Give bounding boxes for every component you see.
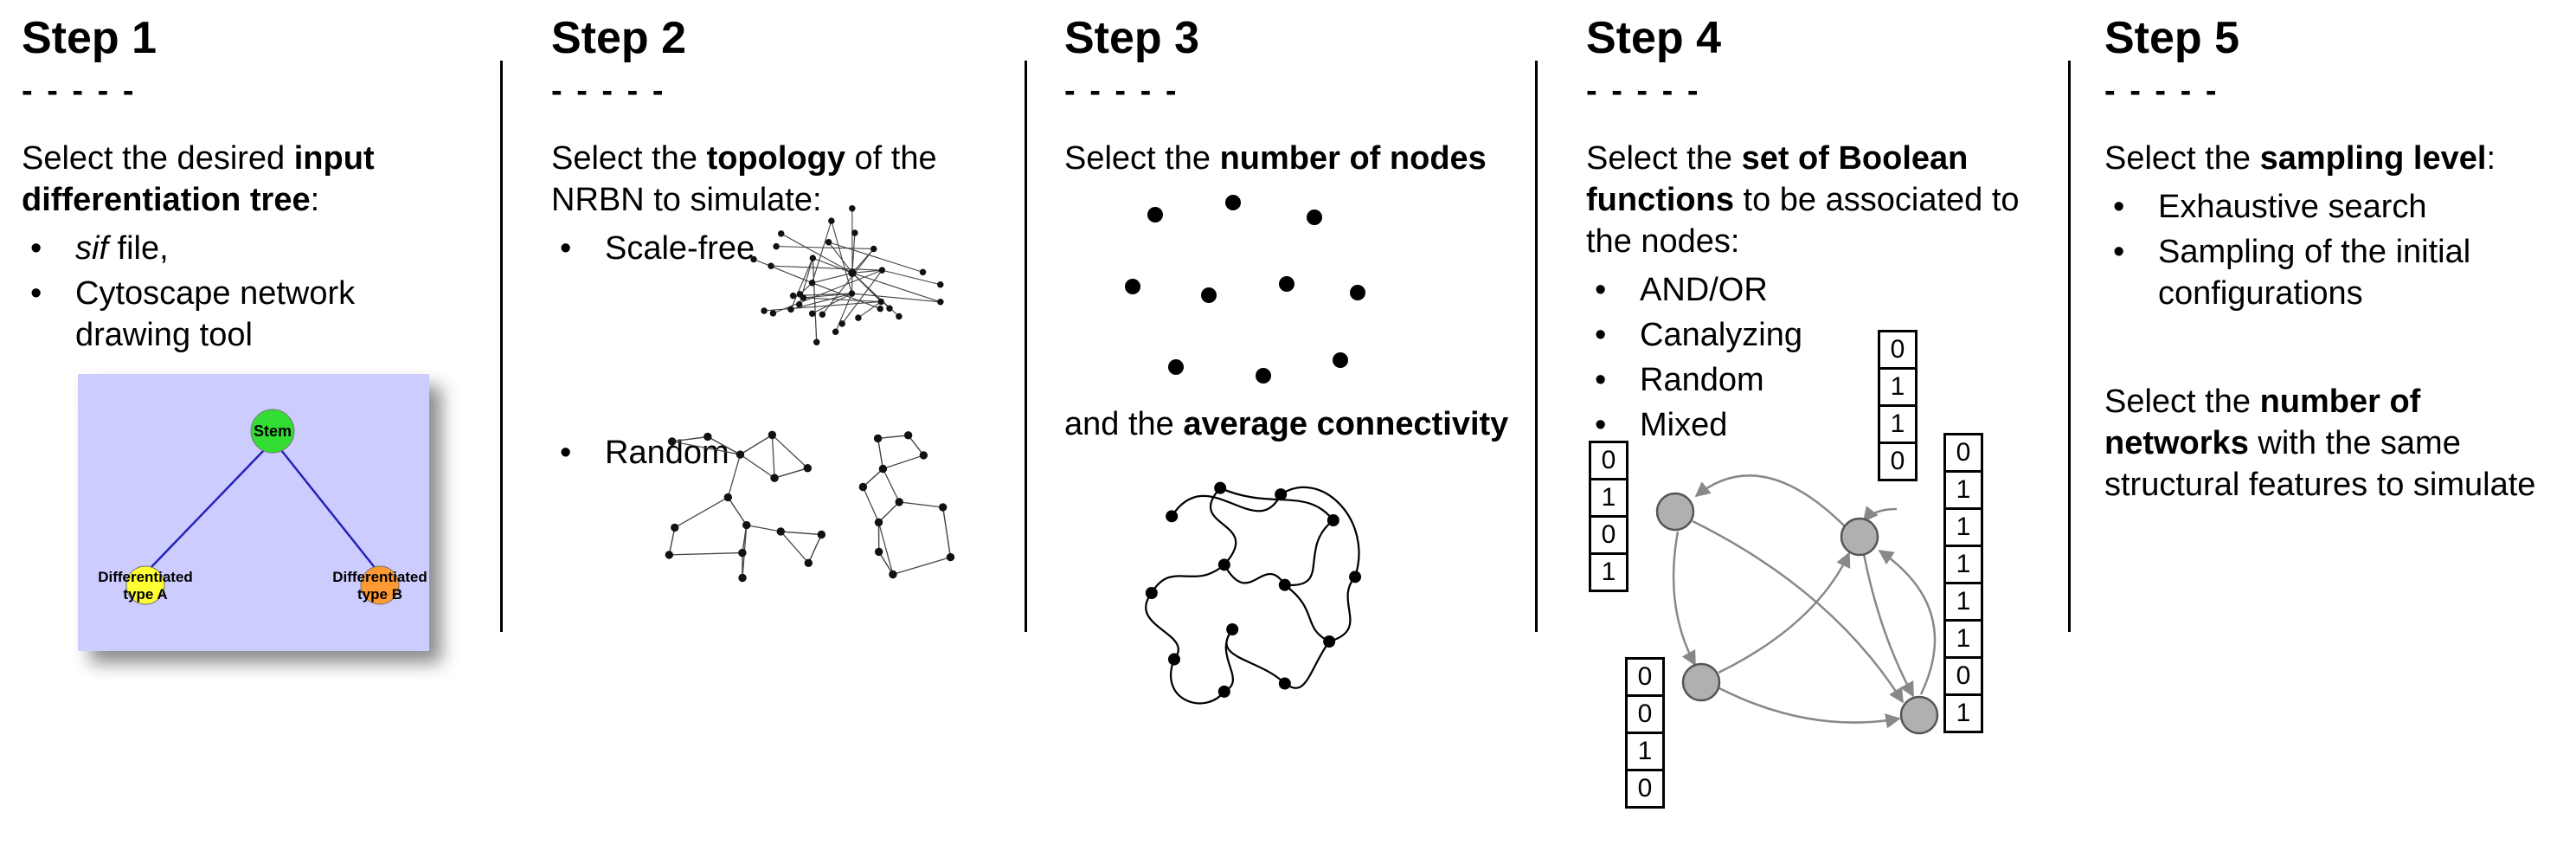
step-2-column: Step 2 - - - - - Select the topology of … <box>551 12 1001 269</box>
tree-background <box>78 374 429 651</box>
truth-table-cell: 1 <box>1878 367 1918 407</box>
step-3-column: Step 3 - - - - - Select the number of no… <box>1064 12 1536 179</box>
step-5-intro: Select the sampling level: <box>2104 140 2496 177</box>
boolean-node-4 <box>1899 695 1939 735</box>
truth-table-cell: 0 <box>1589 515 1628 555</box>
tree-edge-a <box>148 449 265 571</box>
differentiation-tree-image: Stem Differentiated type A Differentiate… <box>78 374 429 651</box>
truth-table-cell: 1 <box>1943 693 1983 733</box>
truth-table-cell: 0 <box>1878 330 1918 370</box>
bullet-scale-free: Scale-free <box>551 228 1001 269</box>
step-4-bullets: AND/OR Canalyzing Random Mixed <box>1586 269 2058 446</box>
connectivity-network-image <box>1145 481 1362 705</box>
bullet-and-or: AND/OR <box>1586 269 2058 311</box>
stem-node <box>250 409 295 454</box>
truth-table-cell: 1 <box>1943 507 1983 547</box>
boolean-node-3 <box>1681 662 1721 702</box>
step-1-separator: - - - - - <box>22 73 137 109</box>
truth-table-bottom: 0 0 1 0 <box>1625 657 1665 809</box>
stem-label: Stem <box>254 422 292 440</box>
step-5-column: Step 5 - - - - - Select the sampling lev… <box>2104 12 2567 314</box>
type-b-label-1: Differentiated <box>332 569 427 585</box>
truth-table-right: 0 1 1 1 1 1 0 1 <box>1943 433 1983 733</box>
step-3-title: Step 3 <box>1064 13 1200 63</box>
divider-3 <box>1535 61 1538 632</box>
type-a-label-2: type A <box>123 586 167 603</box>
step-1-intro: Select the desired input differentiation… <box>22 140 375 218</box>
truth-table-cell: 0 <box>1625 657 1665 697</box>
step-5-bullets: Exhaustive search Sampling of the initia… <box>2104 186 2567 314</box>
divider-4 <box>2068 61 2071 632</box>
bullet-canalyzing: Canalyzing <box>1586 314 2058 356</box>
truth-table-cell: 1 <box>1943 582 1983 622</box>
truth-table-cell: 1 <box>1625 732 1665 771</box>
truth-table-cell: 1 <box>1878 404 1918 444</box>
truth-table-cell: 1 <box>1589 478 1628 518</box>
step-2-intro: Select the topology of the NRBN to simul… <box>551 140 937 218</box>
bullet-mixed: Mixed <box>1586 404 2058 446</box>
truth-table-cell: 0 <box>1589 441 1628 480</box>
bullet-random-fn: Random <box>1586 359 2058 401</box>
bullet-sif-file: sif file, <box>22 228 428 269</box>
truth-table-cell: 0 <box>1943 433 1983 473</box>
step-3-connectivity-text: and the average connectivity <box>1064 406 1509 442</box>
boolean-node-1 <box>1655 492 1695 532</box>
step-4-title: Step 4 <box>1586 13 1722 63</box>
type-b-node <box>360 565 400 605</box>
scale-free-network-image <box>750 205 944 345</box>
step-4-intro: Select the set of Boolean functions to b… <box>1586 140 2020 260</box>
step-1-column: Step 1 - - - - - Select the desired inpu… <box>22 12 428 356</box>
truth-table-cell: 1 <box>1943 619 1983 659</box>
step-5-title: Step 5 <box>2104 13 2240 63</box>
type-a-label-1: Differentiated <box>98 569 193 585</box>
step-5-separator: - - - - - <box>2104 73 2219 109</box>
step-4-separator: - - - - - <box>1586 73 1701 109</box>
bullet-cytoscape: Cytoscape network drawing tool <box>22 273 428 356</box>
step-2-separator: - - - - - <box>551 73 666 109</box>
divider-2 <box>1025 61 1027 632</box>
truth-table-top: 0 1 1 0 <box>1878 330 1918 481</box>
bullet-sampling-initial: Sampling of the initial configurations <box>2104 231 2567 314</box>
truth-table-left: 0 1 0 1 <box>1589 441 1628 592</box>
step-3-intro: Select the number of nodes <box>1064 140 1487 177</box>
step-2-title: Step 2 <box>551 13 687 63</box>
step-2-bullets: Scale-free <box>551 228 1001 269</box>
bullet-exhaustive-search: Exhaustive search <box>2104 186 2567 228</box>
truth-table-cell: 1 <box>1589 552 1628 592</box>
step-5-networks-text: Select the number of networks with the s… <box>2104 384 2536 503</box>
step-1-bullets: sif file, Cytoscape network drawing tool <box>22 228 428 356</box>
divider-1 <box>500 61 503 632</box>
tree-edge-b <box>280 449 377 571</box>
type-a-node <box>125 565 165 605</box>
truth-table-cell: 0 <box>1943 656 1983 696</box>
boolean-network-image <box>1655 474 1939 735</box>
truth-table-cell: 1 <box>1943 545 1983 584</box>
nodes-scatter-image <box>1125 195 1365 384</box>
truth-table-cell: 1 <box>1943 470 1983 510</box>
type-b-label-2: type B <box>357 586 402 603</box>
step-1-title: Step 1 <box>22 13 157 63</box>
step-3-separator: - - - - - <box>1064 73 1179 109</box>
step-4-column: Step 4 - - - - - Select the set of Boole… <box>1586 12 2058 446</box>
boolean-node-2 <box>1840 517 1879 557</box>
truth-table-cell: 0 <box>1625 694 1665 734</box>
truth-table-cell: 0 <box>1625 769 1665 809</box>
random-network-image <box>665 430 955 583</box>
truth-table-cell: 0 <box>1878 442 1918 481</box>
